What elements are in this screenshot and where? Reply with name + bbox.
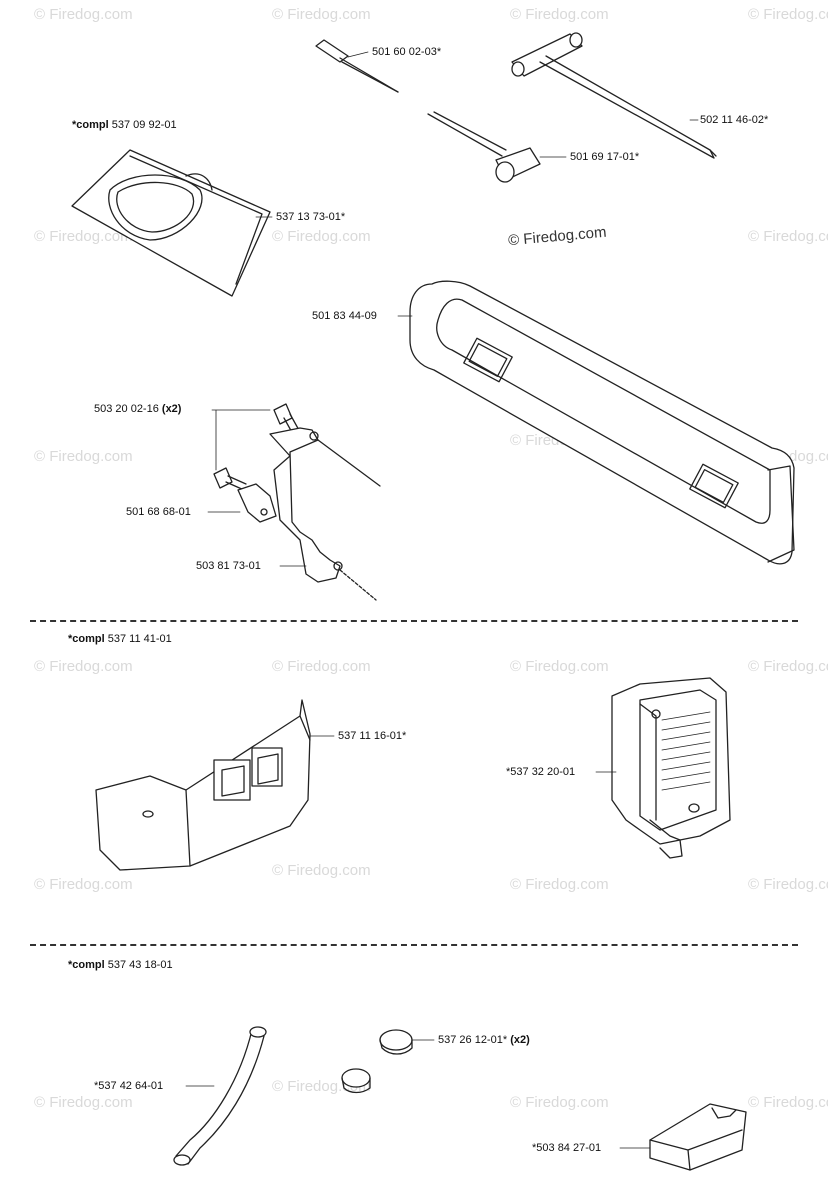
- side-cover-icon: [95, 699, 311, 871]
- section-divider: [30, 620, 798, 622]
- watermark: © Firedog.com: [34, 6, 133, 23]
- screwdriver-icon: [315, 39, 399, 93]
- watermark: © Firedog.com: [34, 1094, 133, 1111]
- watermark: © Firedog.com: [748, 1094, 828, 1111]
- watermark: © Firedog.com: [748, 658, 828, 675]
- combination-wrench-icon: [427, 111, 541, 183]
- part-label: *537 32 20-01: [506, 766, 576, 778]
- part-label: *503 84 27-01: [532, 1142, 602, 1154]
- part-label: 501 60 02-03*: [372, 46, 442, 58]
- part-label: 503 20 02-16 (x2): [94, 403, 182, 415]
- watermark: © Firedog.com: [272, 862, 371, 879]
- part-label: 501 83 44-09: [312, 310, 377, 322]
- watermark: © Firedog.com: [272, 228, 371, 245]
- part-label: 537 11 16-01*: [338, 730, 407, 742]
- guide-plate-icon: [269, 427, 381, 601]
- watermark: © Firedog.com: [748, 876, 828, 893]
- watermark: © Firedog.com: [748, 228, 828, 245]
- watermark: © Firedog.com: [272, 658, 371, 675]
- watermark: © Firedog.com: [510, 658, 609, 675]
- part-label: 537 26 12-01* (x2): [438, 1034, 530, 1046]
- housing-icon: [611, 677, 731, 859]
- clamp-icon: [237, 483, 277, 523]
- plug-icon: [379, 1029, 413, 1055]
- screw-icon: [213, 467, 247, 491]
- part-label: 537 13 73-01*: [276, 211, 346, 223]
- compl-header: *compl 537 11 41-01: [68, 633, 172, 645]
- compl-header: *compl 537 43 18-01: [68, 959, 173, 971]
- watermark: © Firedog.com: [34, 658, 133, 675]
- watermark: © Firedog.com: [272, 6, 371, 23]
- watermark: © Firedog.com: [34, 876, 133, 893]
- compl-header: *compl 537 09 92-01: [72, 119, 177, 131]
- part-label: *537 42 64-01: [94, 1080, 164, 1092]
- plug-icon: [341, 1068, 371, 1094]
- watermark: © Firedog.com: [510, 876, 609, 893]
- watermark: © Firedog.com: [34, 228, 133, 245]
- part-label: 502 11 46-02*: [700, 114, 769, 126]
- watermark: © Firedog.com: [510, 6, 609, 23]
- watermark: © Firedog.com: [34, 448, 133, 465]
- part-label: 501 68 68-01: [126, 506, 191, 518]
- bag-icon: [71, 149, 271, 297]
- part-label: 503 81 73-01: [196, 560, 261, 572]
- hose-icon: [173, 1026, 267, 1166]
- watermark: © Firedog.com: [748, 6, 828, 23]
- bracket-icon: [649, 1103, 747, 1171]
- t-wrench-icon: [511, 32, 717, 159]
- part-label: 501 69 17-01*: [570, 151, 640, 163]
- bar-guard-icon: [409, 280, 795, 565]
- watermark: © Firedog.com: [510, 1094, 609, 1111]
- section-divider: [30, 944, 798, 946]
